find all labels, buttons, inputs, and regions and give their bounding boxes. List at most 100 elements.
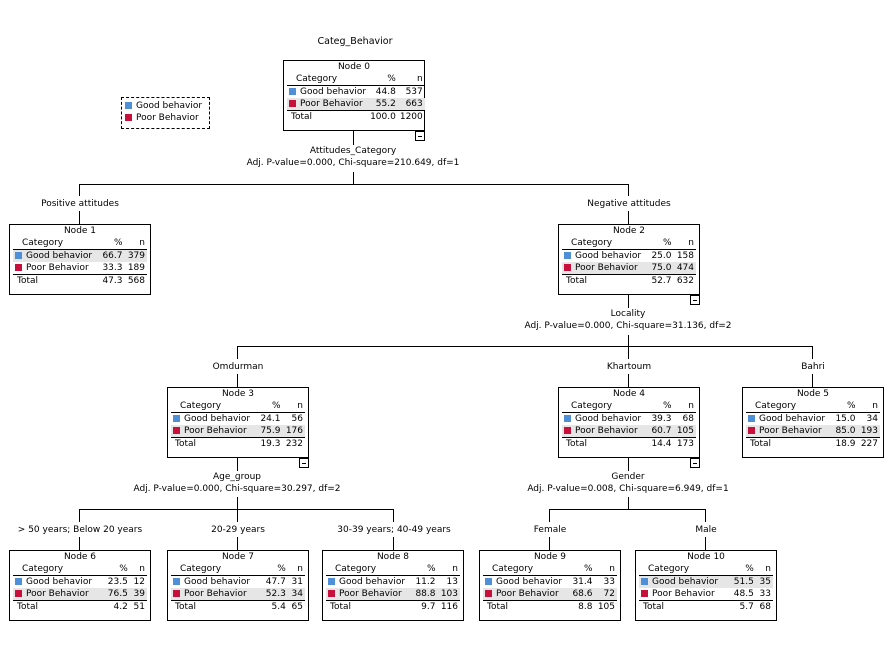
- good-behavior-swatch: [125, 102, 132, 109]
- col-category: Category: [171, 400, 257, 413]
- col-category: Category: [562, 400, 648, 413]
- pct-value: 11.2: [415, 577, 436, 587]
- col-n: n: [129, 563, 147, 576]
- connector-line: [628, 184, 629, 196]
- branch-label: Male: [695, 525, 717, 535]
- pct-value: 75.0: [648, 262, 674, 275]
- connector-line: [812, 346, 813, 359]
- col-pct: %: [729, 563, 756, 576]
- n-value: 193: [857, 425, 880, 438]
- connector-line: [628, 497, 629, 510]
- category-label: Poor Behavior: [300, 99, 363, 109]
- category-label: Poor Behavior: [496, 589, 559, 599]
- n-value: 56: [291, 414, 303, 424]
- collapse-toggle-icon[interactable]: [415, 131, 425, 141]
- category-label: Good behavior: [496, 577, 563, 587]
- connector-line: [237, 346, 238, 359]
- legend-label: Good behavior: [136, 101, 203, 111]
- good-behavior-swatch: [485, 578, 492, 585]
- branch-label: Omdurman: [212, 362, 264, 372]
- total-label: Total: [562, 437, 648, 450]
- col-pct: %: [103, 563, 130, 576]
- n-value: 116: [437, 600, 460, 613]
- good-behavior-swatch: [641, 578, 648, 585]
- poor-behavior-swatch: [485, 590, 492, 597]
- connector-line: [705, 509, 706, 522]
- category-label: Good behavior: [300, 87, 367, 97]
- n-value: 568: [124, 274, 147, 287]
- pct-value: 33.3: [102, 263, 123, 273]
- split-variable: Gender: [611, 472, 645, 482]
- connector-line: [549, 509, 550, 522]
- pct-value: 47.7: [265, 577, 286, 587]
- pct-value: 44.8: [375, 87, 396, 97]
- good-behavior-swatch: [173, 415, 180, 422]
- connector-line: [79, 184, 80, 196]
- connector-line: [79, 537, 80, 550]
- total-label: Total: [562, 274, 648, 287]
- category-label: Poor Behavior: [184, 426, 247, 436]
- n-value: 189: [127, 263, 145, 273]
- n-value: 105: [673, 425, 696, 438]
- good-behavior-swatch: [15, 252, 22, 259]
- category-label: Poor Behavior: [184, 589, 247, 599]
- n-value: 537: [405, 87, 423, 97]
- category-label: Poor Behavior: [26, 589, 89, 599]
- split-gender: Gender Adj. P-value=0.008, Chi-square=6.…: [498, 471, 758, 495]
- connector-line: [628, 211, 629, 224]
- n-value: 65: [287, 600, 305, 613]
- collapse-toggle-icon[interactable]: [299, 458, 309, 468]
- col-n: n: [282, 400, 305, 413]
- col-pct: %: [261, 563, 288, 576]
- total-label: Total: [639, 600, 730, 613]
- pct-value: 31.4: [572, 577, 593, 587]
- poor-behavior-swatch: [641, 590, 648, 597]
- collapse-toggle-icon[interactable]: [690, 458, 700, 468]
- category-label: Poor Behavior: [759, 426, 822, 436]
- pct-value: 100.0: [368, 110, 398, 123]
- node-title: Node 8: [376, 552, 410, 562]
- category-label: Good behavior: [652, 577, 719, 587]
- connector-line: [353, 172, 354, 184]
- pct-value: 5.7: [729, 600, 756, 613]
- legend-item-poor: Poor Behavior: [125, 112, 206, 124]
- n-value: 227: [857, 437, 880, 450]
- poor-behavior-swatch: [564, 427, 571, 434]
- pct-value: 48.5: [733, 589, 754, 599]
- node-title: Node 5: [796, 389, 830, 399]
- poor-behavior-swatch: [748, 427, 755, 434]
- collapse-toggle-icon[interactable]: [690, 295, 700, 305]
- node-title: Node 6: [63, 552, 97, 562]
- n-value: 68: [682, 414, 694, 424]
- n-value: 34: [287, 588, 305, 601]
- col-category: Category: [562, 237, 648, 250]
- connector-line: [237, 374, 238, 387]
